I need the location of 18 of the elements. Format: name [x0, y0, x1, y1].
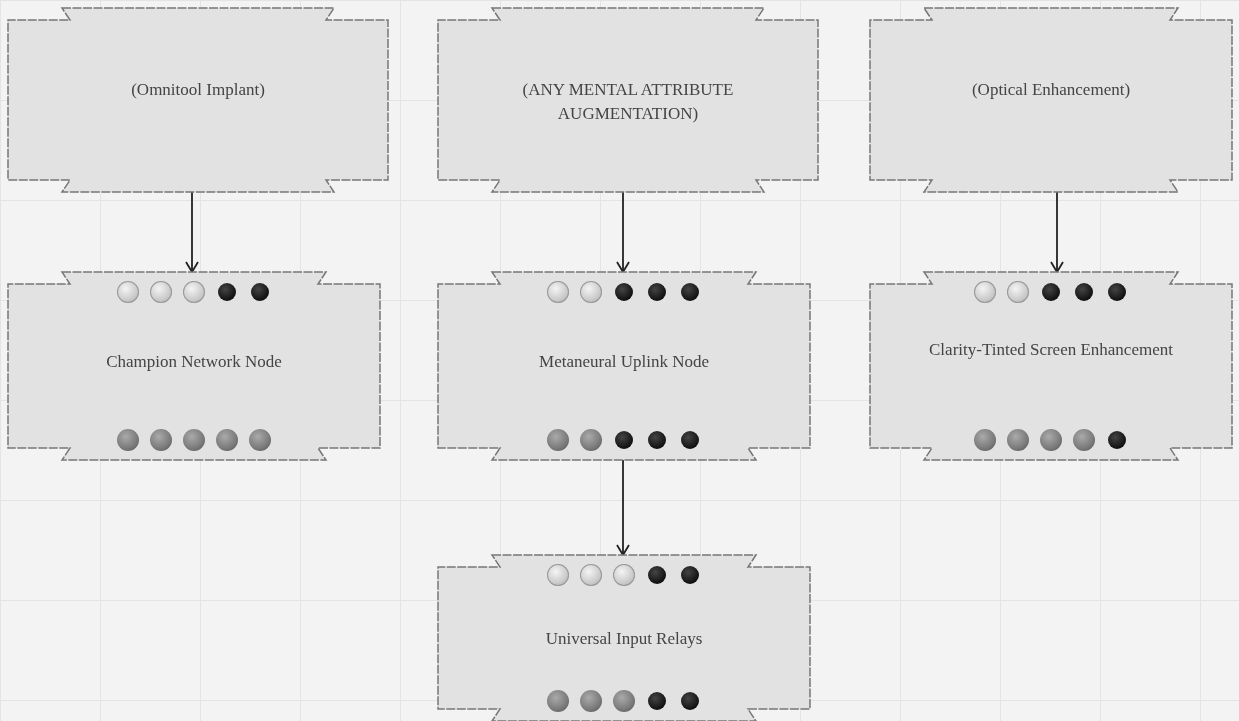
node-label: Clarity-Tinted Screen Enhancement [928, 339, 1174, 361]
arrow [1050, 191, 1064, 273]
arrow [616, 191, 630, 273]
node-label: Metaneural Uplink Node [538, 351, 710, 373]
node-label: Champion Network Node [105, 351, 283, 373]
notched-box [438, 8, 818, 192]
notched-box [870, 272, 1232, 460]
notched-box [438, 272, 810, 460]
notched-box [870, 8, 1232, 192]
node-label: (ANY MENTAL ATTRIBUTE AUGMENTATION) [521, 79, 735, 125]
node-label: (Optical Enhancement) [970, 79, 1132, 101]
node-label: Universal Input Relays [544, 628, 704, 650]
notched-box [8, 8, 388, 192]
node-label: (Omnitool Implant) [130, 79, 266, 101]
notched-box [8, 272, 380, 460]
arrow [616, 459, 630, 556]
arrow [185, 191, 199, 273]
notched-box [438, 555, 810, 721]
